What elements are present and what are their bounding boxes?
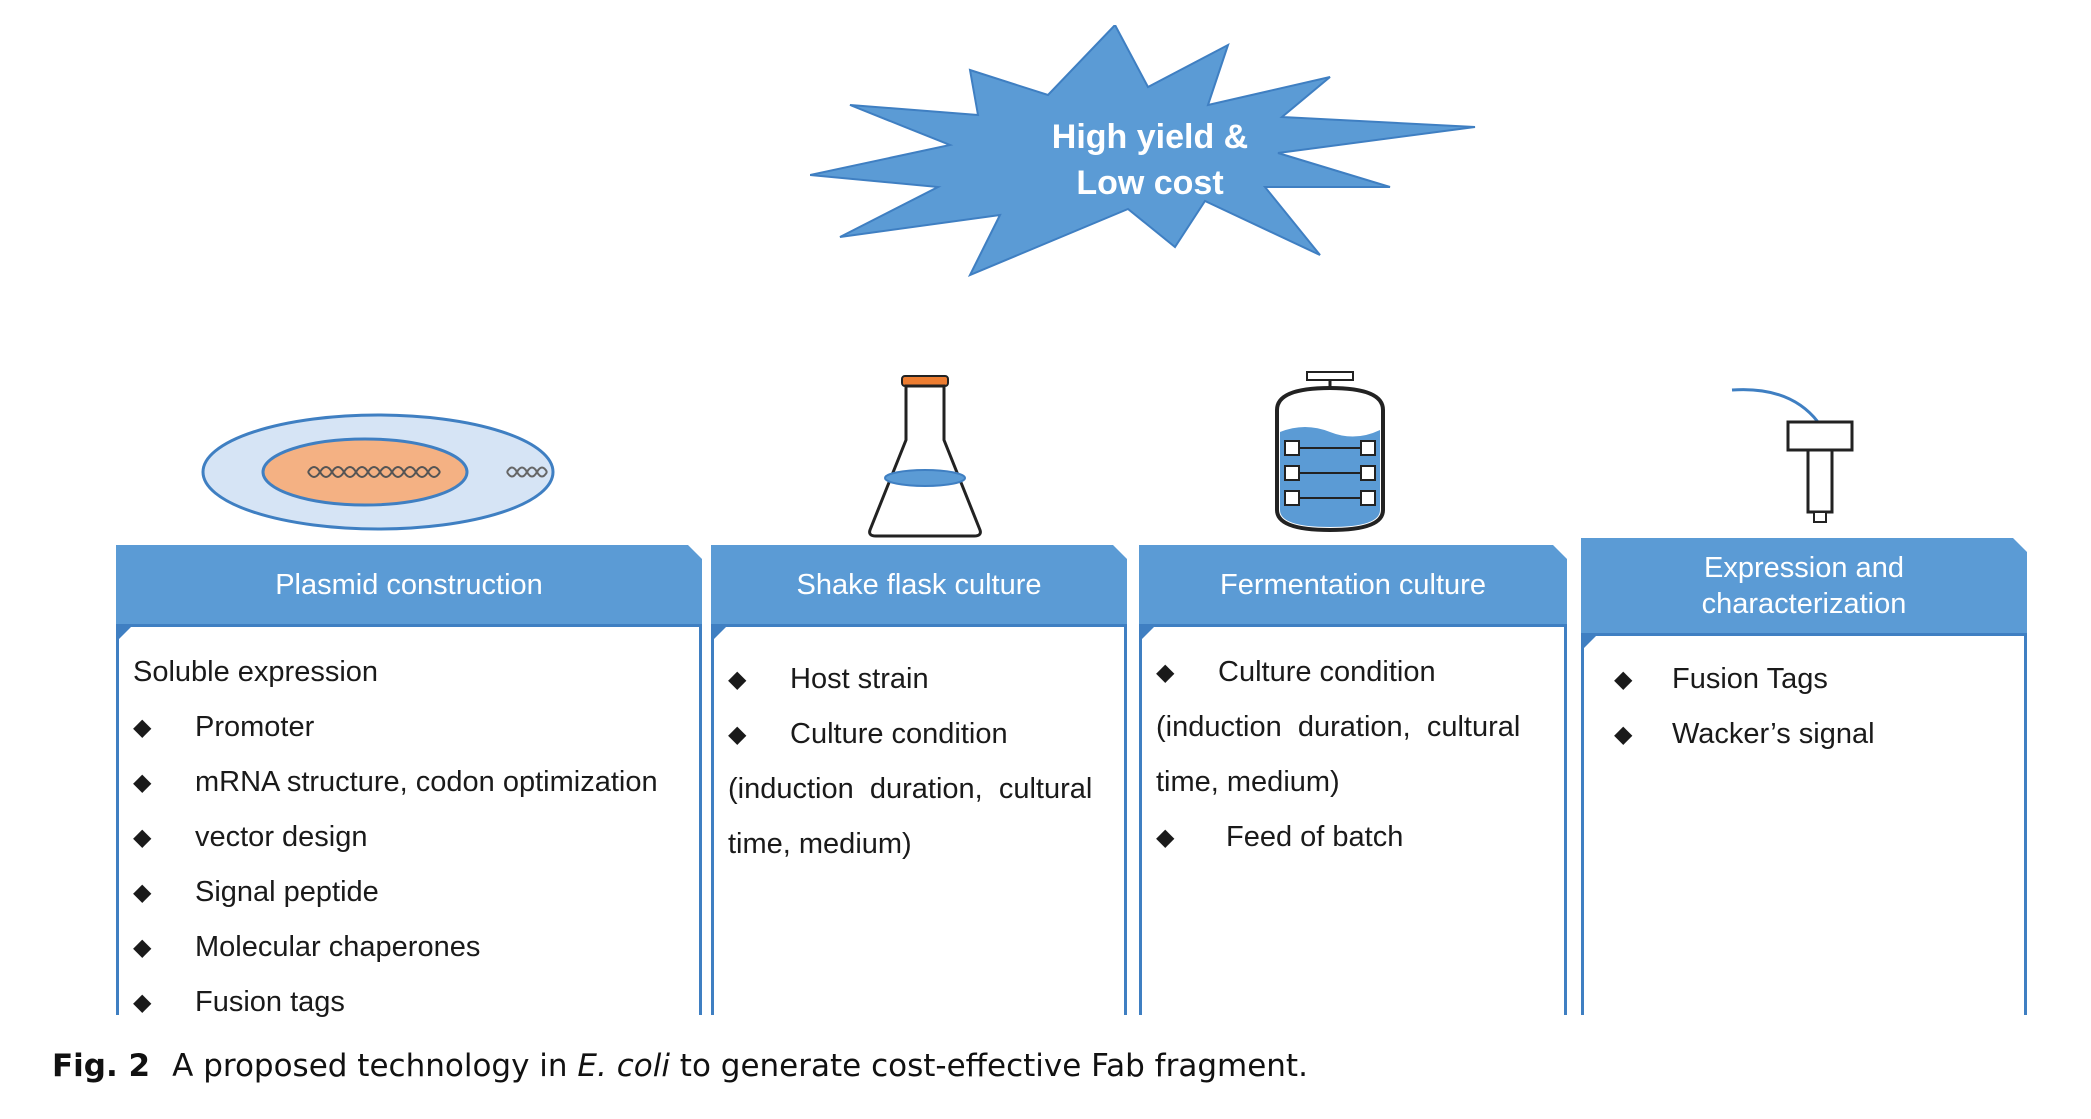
diamond-bullet-icon: ◆	[1614, 666, 1633, 693]
list-note: (induction duration, cultural	[1156, 711, 1521, 743]
plasmid-cell-icon	[200, 410, 560, 535]
caption-label: Fig. 2	[52, 1048, 151, 1084]
column-shake-flask-culture: Shake flask culture ◆Host strain ◆Cultur…	[711, 545, 1127, 1015]
column-expression-characterization: Expression and characterization ◆Fusion …	[1581, 538, 2027, 1015]
column-header: Fermentation culture	[1139, 545, 1567, 642]
column-title: Fermentation culture	[1220, 568, 1486, 601]
list-item: ◆Feed of batch	[1156, 810, 1554, 865]
list-item: ◆Culture condition	[1156, 645, 1554, 700]
list-note: (induction duration, cultural	[728, 773, 1093, 805]
diamond-bullet-icon: ◆	[728, 666, 747, 693]
starburst-line-1: High yield &	[1051, 118, 1249, 156]
fermenter-icon	[1265, 370, 1395, 535]
list-note: time, medium)	[1156, 766, 1340, 798]
diamond-bullet-icon: ◆	[1156, 824, 1175, 851]
starburst-line-2: Low cost	[1076, 164, 1224, 202]
caption-organism: E. coli	[577, 1048, 670, 1084]
column-title: Shake flask culture	[796, 568, 1042, 601]
list-item: ◆Culture condition	[728, 707, 1114, 762]
diamond-bullet-icon: ◆	[133, 824, 152, 851]
diamond-bullet-icon: ◆	[728, 721, 747, 748]
column-title-line-2: characterization	[1701, 587, 1907, 620]
list-item: ◆Wacker’s signal	[1614, 707, 2014, 762]
list-item: ◆Molecular chaperones	[133, 920, 689, 975]
list-item: ◆mRNA structure, codon optimization	[133, 755, 689, 810]
caption-text-after: to generate cost-effective Fab fragment.	[669, 1048, 1308, 1084]
column-items: Soluble expression ◆Promoter ◆mRNA struc…	[133, 645, 689, 1030]
column-items: ◆Fusion Tags ◆Wacker’s signal	[1614, 652, 2014, 762]
high-yield-starburst: High yield & Low cost	[809, 23, 1490, 285]
diamond-bullet-icon: ◆	[1614, 721, 1633, 748]
column-title: Plasmid construction	[275, 568, 543, 601]
list-item: ◆Fusion tags	[133, 975, 689, 1030]
diamond-bullet-icon: ◆	[133, 989, 152, 1016]
diamond-bullet-icon: ◆	[133, 769, 152, 796]
list-item: ◆Fusion Tags	[1614, 652, 2014, 707]
list-item: ◆Host strain	[728, 652, 1114, 707]
column-title-line-1: Expression and	[1704, 551, 1904, 584]
caption-text-before: A proposed technology in	[172, 1048, 578, 1084]
diamond-bullet-icon: ◆	[133, 934, 152, 961]
column-items: ◆Culture condition (induction duration, …	[1156, 645, 1554, 865]
probe-sensor-icon	[1730, 380, 1860, 530]
column-plasmid-construction: Plasmid construction Soluble expression …	[116, 545, 702, 1018]
figure-caption: Fig. 2 A proposed technology in E. coli t…	[52, 1048, 1308, 1084]
column-items: ◆Host strain ◆Culture condition (inducti…	[728, 652, 1114, 872]
diamond-bullet-icon: ◆	[1156, 659, 1175, 686]
column-header: Plasmid construction	[116, 545, 702, 642]
erlenmeyer-flask-icon	[860, 370, 990, 540]
list-item: ◆Signal peptide	[133, 865, 689, 920]
diamond-bullet-icon: ◆	[133, 714, 152, 741]
starburst-label: High yield & Low cost	[810, 25, 1490, 285]
starburst-shape	[809, 23, 1476, 277]
column-header: Shake flask culture	[711, 545, 1127, 642]
column-header: Expression and characterization	[1581, 538, 2027, 651]
list-intro: Soluble expression	[133, 656, 379, 688]
diamond-bullet-icon: ◆	[133, 879, 152, 906]
list-item: ◆vector design	[133, 810, 689, 865]
list-note: time, medium)	[728, 828, 912, 860]
column-fermentation-culture: Fermentation culture ◆Culture condition …	[1139, 545, 1567, 1015]
list-item: ◆Promoter	[133, 700, 689, 755]
